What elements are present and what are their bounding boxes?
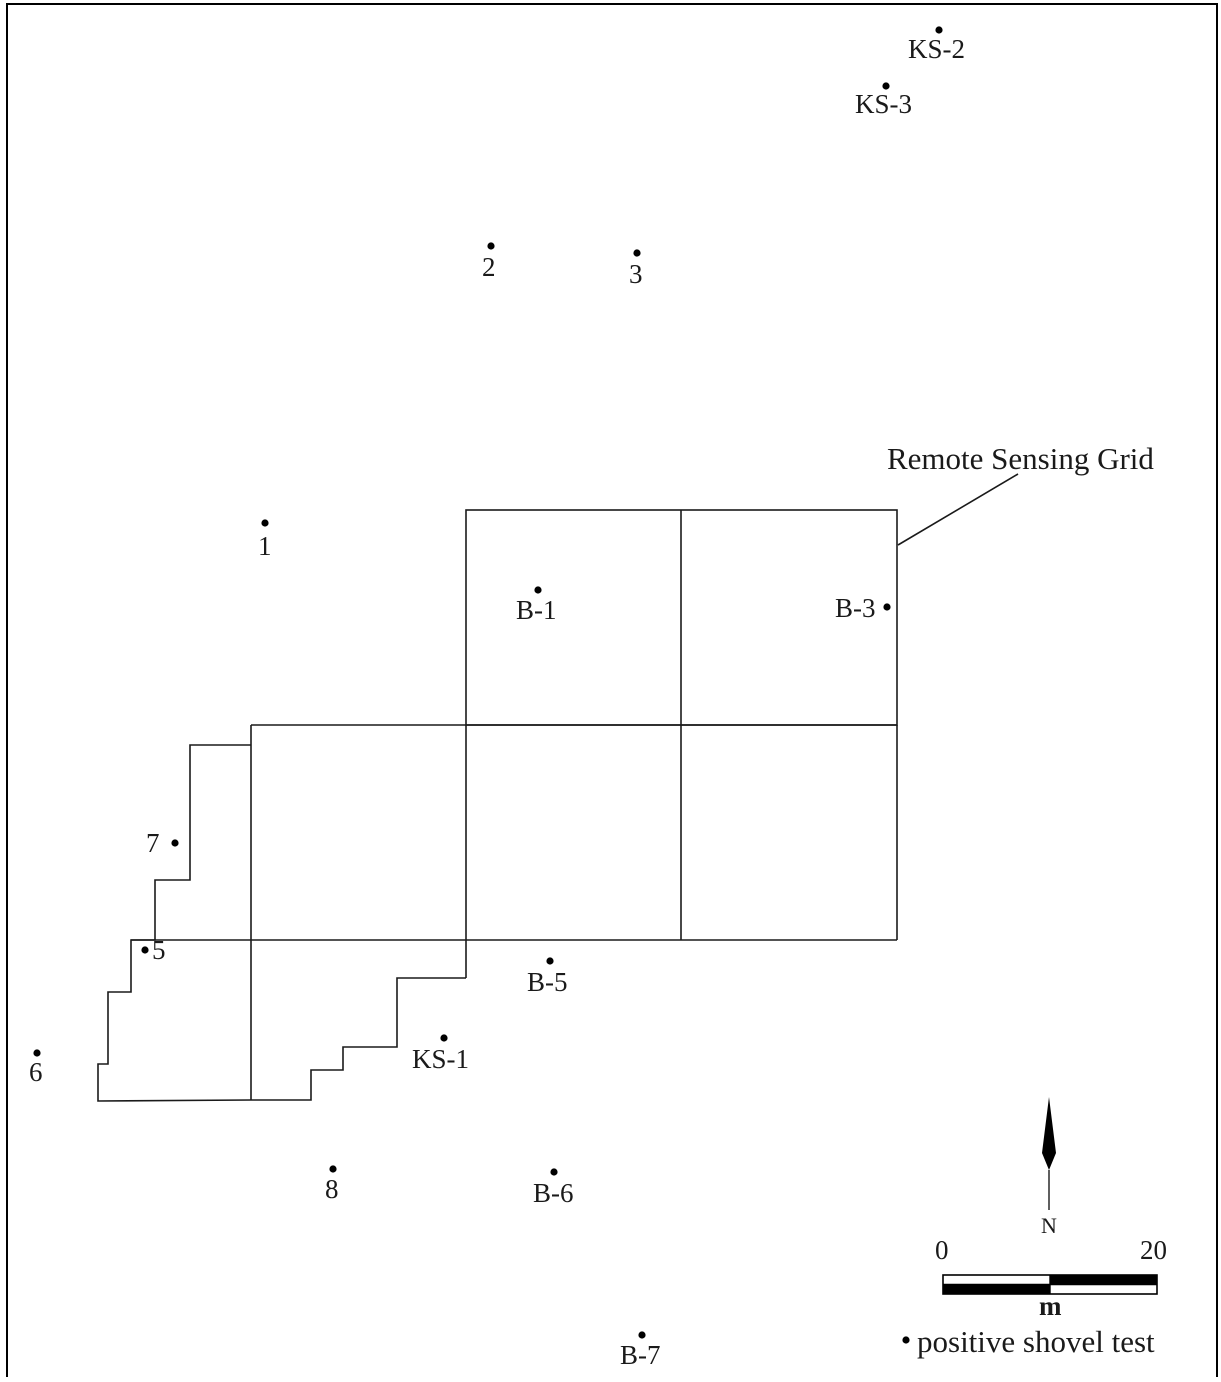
- shovel-test-dot: [33, 1049, 41, 1057]
- shovel-test-label-b-3: B-3: [835, 593, 876, 623]
- north-arrow: N: [1041, 1097, 1057, 1238]
- shovel-test-dot: [633, 249, 641, 257]
- scale-end-label: 20: [1140, 1235, 1167, 1265]
- scale-bar: 0 20 m: [935, 1235, 1167, 1321]
- shovel-test-label-ks-1: KS-1: [412, 1044, 469, 1074]
- shovel-test-dot: [546, 957, 554, 965]
- shovel-test-dot: [935, 26, 943, 34]
- shovel-test-label-b-1: B-1: [516, 595, 557, 625]
- legend-text: positive shovel test: [917, 1324, 1155, 1359]
- remote-sensing-grid: [131, 509, 898, 1100]
- shovel-tests: KS-2 KS-3 2 3 1 B-1 B-3 7 5 B-5 6 KS-1 8…: [29, 26, 965, 1370]
- shovel-test-label-b-5: B-5: [527, 967, 568, 997]
- shovel-test-label-7: 7: [146, 828, 160, 858]
- shovel-test-label-6: 6: [29, 1057, 43, 1087]
- scale-unit-label: m: [1039, 1291, 1062, 1321]
- shovel-test-dot: [883, 603, 891, 611]
- shovel-test-label-b-6: B-6: [533, 1178, 574, 1208]
- legend: positive shovel test: [902, 1324, 1155, 1359]
- shovel-test-dot: [882, 82, 890, 90]
- shovel-test-label-ks-3: KS-3: [855, 89, 912, 119]
- shovel-test-dot: [329, 1165, 337, 1173]
- shovel-test-dot: [638, 1331, 646, 1339]
- shovel-test-dot: [440, 1034, 448, 1042]
- frame-border: [6, 3, 1218, 1377]
- shovel-test-label-b-7: B-7: [620, 1340, 661, 1370]
- legend-dot-icon: [902, 1336, 910, 1344]
- scale-bar-segment: [1050, 1275, 1157, 1285]
- shovel-test-dot: [261, 519, 269, 527]
- scale-start-label: 0: [935, 1235, 949, 1265]
- north-arrow-icon: [1042, 1097, 1056, 1170]
- shovel-test-label-ks-2: KS-2: [908, 34, 965, 64]
- shovel-test-label-3: 3: [629, 259, 643, 289]
- shovel-test-dot: [171, 839, 179, 847]
- shovel-test-dot: [534, 586, 542, 594]
- callout-leader-line: [897, 473, 1019, 546]
- scale-bar-segment: [943, 1284, 1050, 1294]
- north-label: N: [1041, 1213, 1057, 1238]
- shovel-test-dot: [550, 1168, 558, 1176]
- shovel-test-label-1: 1: [258, 531, 272, 561]
- survey-boundary: [97, 744, 466, 1102]
- shovel-test-dot: [141, 946, 149, 954]
- callout-remote-sensing-grid: Remote Sensing Grid: [887, 441, 1154, 476]
- shovel-test-label-8: 8: [325, 1174, 339, 1204]
- shovel-test-label-2: 2: [482, 252, 496, 282]
- shovel-test-dot: [487, 242, 495, 250]
- shovel-test-label-5: 5: [152, 935, 166, 965]
